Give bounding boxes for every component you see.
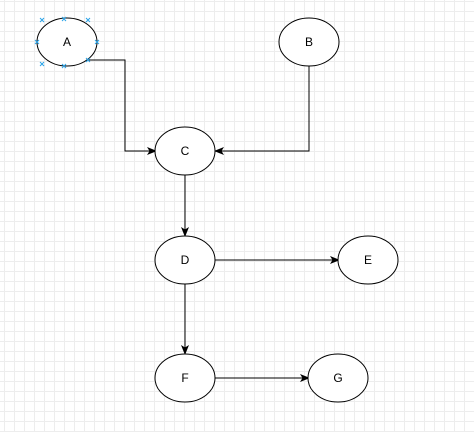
node-f[interactable]: F <box>154 353 216 403</box>
node-b-shape[interactable] <box>278 17 340 67</box>
node-c[interactable]: C <box>154 126 216 176</box>
selection-handle[interactable] <box>39 61 45 67</box>
node-e[interactable]: E <box>337 235 399 285</box>
node-d-shape[interactable] <box>154 235 216 285</box>
edge-a-to-c[interactable] <box>87 59 157 155</box>
node-c-label: C <box>181 144 190 158</box>
selection-handle[interactable] <box>85 17 91 23</box>
node-d[interactable]: D <box>154 235 216 285</box>
selection-handle[interactable] <box>61 16 67 22</box>
node-f-label: F <box>181 371 188 385</box>
node-a[interactable]: A <box>34 16 100 69</box>
edges <box>87 59 340 382</box>
node-g[interactable]: G <box>307 353 369 403</box>
selection-handle[interactable] <box>94 39 100 45</box>
node-d-label: D <box>181 253 190 267</box>
node-g-label: G <box>333 371 342 385</box>
node-g-shape[interactable] <box>307 353 369 403</box>
node-b[interactable]: B <box>278 17 340 67</box>
selection-handles[interactable] <box>34 16 100 69</box>
selection-handle[interactable] <box>39 17 45 23</box>
edge-b-to-c[interactable] <box>214 66 310 155</box>
selection-handle[interactable] <box>85 57 91 63</box>
node-c-shape[interactable] <box>154 126 216 176</box>
node-f-shape[interactable] <box>154 353 216 403</box>
node-b-label: B <box>305 35 313 49</box>
selection-handle[interactable] <box>61 63 67 69</box>
node-e-shape[interactable] <box>337 235 399 285</box>
selection-handle[interactable] <box>34 39 40 45</box>
node-a-label: A <box>63 35 71 49</box>
node-e-label: E <box>364 253 372 267</box>
